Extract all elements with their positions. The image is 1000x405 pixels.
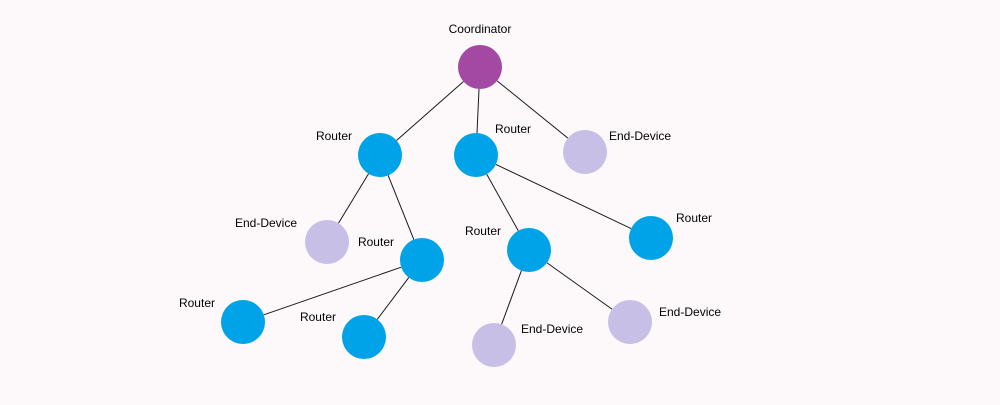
- node-end-d: [608, 300, 652, 344]
- edge-coordinator-router_a: [396, 81, 464, 141]
- edges-layer: [263, 80, 632, 325]
- edge-router_b-router_f: [486, 173, 519, 232]
- node-router-f: [507, 228, 551, 272]
- edge-router_f-end_d: [546, 262, 613, 310]
- node-end-a: [563, 130, 607, 174]
- node-end-b: [305, 220, 349, 264]
- node-router-c: [400, 238, 444, 282]
- nodes-layer: [221, 45, 673, 367]
- edge-router_a-router_c: [387, 175, 415, 240]
- label-end-b: End-Device: [235, 216, 297, 230]
- label-router-a: Router: [316, 129, 352, 143]
- label-router-d: Router: [179, 296, 215, 310]
- node-router-d: [221, 300, 265, 344]
- node-router-g: [629, 216, 673, 260]
- label-end-d: End-Device: [659, 305, 721, 319]
- label-router-g: Router: [676, 211, 712, 225]
- edge-coordinator-end_a: [496, 80, 569, 139]
- edge-router_c-router_d: [263, 266, 402, 316]
- label-end-a: End-Device: [609, 129, 671, 143]
- edge-router_b-router_g: [495, 163, 632, 230]
- label-end-c: End-Device: [521, 322, 583, 336]
- label-coordinator: Coordinator: [449, 22, 512, 36]
- node-end-c: [472, 323, 516, 367]
- edge-coordinator-router_b: [476, 88, 480, 134]
- label-router-b: Router: [495, 122, 531, 136]
- edge-router_a-end_b: [338, 173, 369, 224]
- node-router-a: [358, 133, 402, 177]
- node-router-e: [342, 315, 386, 359]
- edge-router_f-end_c: [501, 270, 522, 325]
- edge-router_c-router_e: [376, 277, 410, 320]
- label-router-f: Router: [465, 224, 501, 238]
- node-router-b: [454, 133, 498, 177]
- node-coordinator: [458, 45, 502, 89]
- label-router-e: Router: [300, 310, 336, 324]
- label-router-c: Router: [358, 235, 394, 249]
